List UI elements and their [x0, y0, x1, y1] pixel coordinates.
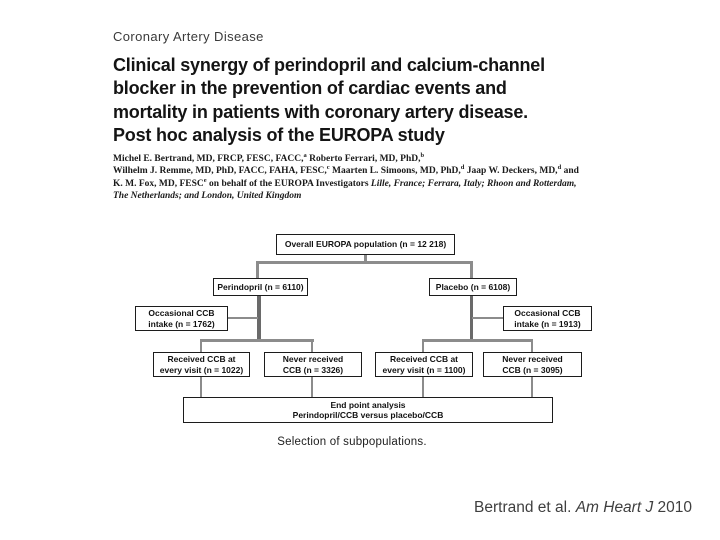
flow-box-text: every visit (n = 1100)	[382, 364, 466, 375]
flow-box-received-ccb-perindopril: Received CCB at every visit (n = 1022)	[153, 352, 250, 377]
article-title-line: Clinical synergy of perindopril and calc…	[113, 55, 545, 75]
article-title-line: mortality in patients with coronary arte…	[113, 101, 528, 122]
connector-line	[200, 377, 202, 397]
author-line: Wilhelm J. Remme, MD, PhD, FACC, FAHA, F…	[113, 165, 618, 177]
flow-box-text: Never received	[502, 354, 563, 364]
connector-line	[472, 317, 503, 319]
author-text: Lille, France; Ferrara, Italy; Rhoon and…	[370, 178, 577, 189]
flow-box-occasional-ccb-perindopril: Occasional CCB intake (n = 1762)	[135, 306, 228, 331]
flow-box-text: Never received	[282, 354, 344, 364]
flow-box-text: Received CCB at	[167, 354, 236, 364]
flow-box-text: Perindopril (n = 6110)	[217, 281, 304, 292]
flow-box-overall-population: Overall EUROPA population (n = 12 218)	[276, 234, 455, 255]
author-line: Michel E. Bertrand, MD, FRCP, FESC, FACC…	[113, 151, 618, 165]
citation-authors: Bertrand et al.	[474, 499, 576, 516]
author-text: The Netherlands; and London, United King…	[113, 191, 302, 202]
flow-box-text: Received CCB at	[389, 354, 459, 364]
flow-box-perindopril: Perindopril (n = 6110)	[213, 278, 308, 296]
connector-line	[311, 377, 313, 397]
article-title: Clinical synergy of perindopril and calc…	[113, 54, 613, 147]
connector-line	[422, 339, 424, 352]
connector-line	[256, 261, 473, 264]
connector-line	[531, 339, 533, 352]
author-affiliation-superscript: b	[420, 151, 425, 159]
connector-line	[311, 339, 313, 352]
flow-box-text: Perindopril/CCB versus placebo/CCB	[292, 410, 444, 420]
author-text: Maarten L. Simoons, MD, PhD,	[329, 166, 461, 177]
connector-line	[470, 261, 473, 278]
flow-box-text: CCB (n = 3095)	[502, 364, 563, 375]
author-affiliation-superscript: a	[303, 151, 307, 159]
flow-box-text: Placebo (n = 6108)	[435, 281, 511, 292]
flow-box-text: intake (n = 1762)	[148, 318, 215, 329]
author-text: Wilhelm J. Remme, MD, PhD, FACC, FAHA, F…	[113, 166, 327, 177]
author-text: on behalf of the EUROPA Investigators	[206, 178, 371, 189]
flow-box-endpoint-analysis: End point analysis Perindopril/CCB versu…	[183, 397, 553, 423]
connector-line	[531, 377, 533, 397]
author-block: Michel E. Bertrand, MD, FRCP, FESC, FACC…	[113, 151, 618, 203]
author-line: The Netherlands; and London, United King…	[113, 190, 618, 202]
connector-line	[256, 261, 259, 278]
connector-line	[422, 339, 533, 342]
author-text: Roberto Ferrari, MD, PhD,	[306, 154, 421, 164]
article-title-line: blocker in the prevention of cardiac eve…	[113, 78, 507, 99]
connector-line	[200, 339, 202, 352]
flow-box-occasional-ccb-placebo: Occasional CCB intake (n = 1913)	[503, 306, 592, 331]
flow-box-placebo: Placebo (n = 6108)	[429, 278, 517, 296]
flow-box-text: Occasional CCB	[514, 308, 581, 318]
flow-box-text: CCB (n = 3326)	[282, 364, 344, 375]
connector-line	[470, 296, 473, 341]
author-affiliation-superscript: d	[460, 164, 465, 172]
author-text: Michel E. Bertrand, MD, FRCP, FESC, FACC…	[113, 154, 304, 164]
flow-box-text: intake (n = 1913)	[514, 318, 581, 329]
flow-box-never-received-ccb-placebo: Never received CCB (n = 3095)	[483, 352, 582, 377]
author-line: K. M. Fox, MD, FESCe on behalf of the EU…	[113, 176, 618, 190]
connector-line	[200, 339, 314, 342]
author-text: and	[561, 166, 579, 177]
author-text: Jaap W. Deckers, MD,	[464, 166, 558, 177]
flow-box-text: Overall EUROPA population (n = 12 218)	[284, 239, 447, 250]
connector-line	[422, 377, 424, 397]
author-affiliation-superscript: d	[557, 164, 562, 172]
citation: Bertrand et al. Am Heart J 2010	[474, 499, 692, 517]
flow-box-text: every visit (n = 1022)	[159, 364, 244, 375]
author-affiliation-superscript: c	[326, 164, 330, 172]
article-title-line: Post hoc analysis of the EUROPA study	[113, 124, 445, 145]
flow-box-text: Occasional CCB	[148, 308, 215, 318]
article-section-label: Coronary Artery Disease	[113, 29, 264, 44]
connector-line	[257, 296, 261, 341]
connector-line	[227, 317, 258, 319]
connector-line	[364, 255, 367, 263]
flow-box-never-received-ccb-perindopril: Never received CCB (n = 3326)	[264, 352, 362, 377]
author-text: K. M. Fox, MD, FESC	[113, 178, 204, 189]
citation-journal: Am Heart J	[575, 499, 654, 516]
figure-caption: Selection of subpopulations.	[277, 436, 427, 448]
author-affiliation-superscript: e	[203, 176, 207, 184]
citation-year: 2010	[653, 499, 693, 516]
flow-box-text: End point analysis	[330, 399, 406, 410]
flow-box-received-ccb-placebo: Received CCB at every visit (n = 1100)	[375, 352, 473, 377]
